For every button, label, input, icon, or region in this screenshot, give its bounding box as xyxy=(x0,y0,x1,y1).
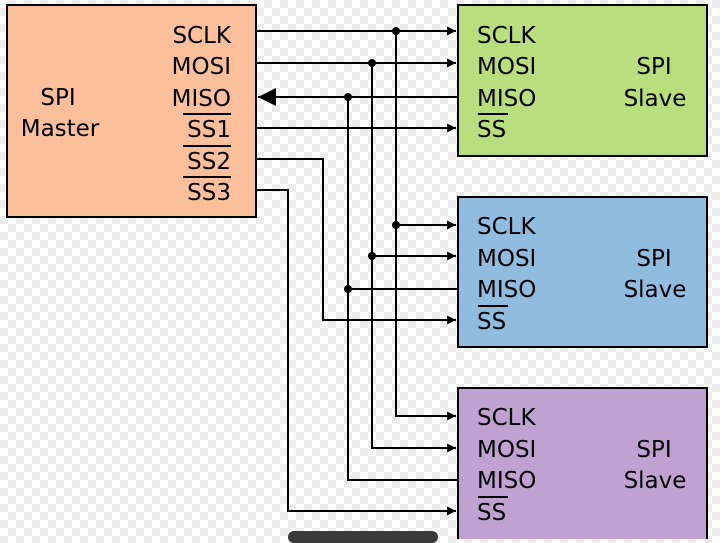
slave-2-pin-ss: SS xyxy=(477,309,506,335)
miso-wire-slave-2 xyxy=(347,97,458,290)
master-pin-ss3: SS3 xyxy=(187,180,231,206)
ss3-wire xyxy=(256,189,456,516)
miso-wire-slave-3 xyxy=(347,289,458,481)
slave-2-pin-miso: MISO xyxy=(477,277,536,303)
master-pin-ss2: SS2 xyxy=(187,149,231,175)
master-title-line1: SPI xyxy=(40,85,75,111)
spi-slave-2-box xyxy=(457,196,708,348)
slave-1-title-line1: SPI xyxy=(636,54,671,80)
master-pin-ss1: SS1 xyxy=(187,117,231,143)
mosi-junction-1 xyxy=(368,59,376,67)
spi-master-box xyxy=(6,4,257,218)
mosi-wire-slave-2 xyxy=(371,63,456,261)
slave-1-pin-miso: MISO xyxy=(477,86,536,112)
slave-3-title-line1: SPI xyxy=(636,437,671,463)
spi-slave-2-block: SCLK MOSI MISO SS SPI Slave xyxy=(457,196,708,348)
slave-3-pin-ss: SS xyxy=(477,500,506,526)
slave-3-pin-miso: MISO xyxy=(477,468,536,494)
spi-slave-1-box xyxy=(457,4,708,157)
bus-wiring xyxy=(256,26,458,516)
mosi-wire-slave-3 xyxy=(371,256,456,453)
ss2-wire xyxy=(256,158,456,325)
scroll-indicator-bar[interactable] xyxy=(288,531,438,543)
master-pin-miso: MISO xyxy=(172,86,231,112)
mosi-junction-2 xyxy=(368,252,376,260)
slave-3-title-line2: Slave xyxy=(624,468,687,494)
slave-1-pin-sclk: SCLK xyxy=(477,23,536,49)
slave-1-pin-ss: SS xyxy=(477,117,506,143)
master-title-line2: Master xyxy=(21,116,100,142)
slave-1-pin-mosi: MOSI xyxy=(477,54,536,80)
slave-3-pin-mosi: MOSI xyxy=(477,437,536,463)
spi-slave-3-box xyxy=(457,387,708,539)
sclk-junction-2 xyxy=(392,221,400,229)
master-pin-sclk: SCLK xyxy=(172,23,231,49)
sclk-junction-1 xyxy=(392,27,400,35)
master-pin-mosi: MOSI xyxy=(172,54,231,80)
spi-master-block: SPI Master SCLK MOSI MISO SS1 SS2 SS3 xyxy=(6,4,257,218)
spi-slave-1-block: SCLK MOSI MISO SS SPI Slave xyxy=(457,4,708,157)
slave-2-title-line2: Slave xyxy=(624,277,687,303)
slave-2-pin-mosi: MOSI xyxy=(477,246,536,272)
miso-junction-1 xyxy=(344,93,352,101)
slave-2-pin-sclk: SCLK xyxy=(477,214,536,240)
miso-junction-2 xyxy=(344,285,352,293)
slave-1-title-line2: Slave xyxy=(624,86,687,112)
slave-2-title-line1: SPI xyxy=(636,246,671,272)
spi-slave-3-block: SCLK MOSI MISO SS SPI Slave xyxy=(457,387,708,539)
slave-3-pin-sclk: SCLK xyxy=(477,405,536,431)
